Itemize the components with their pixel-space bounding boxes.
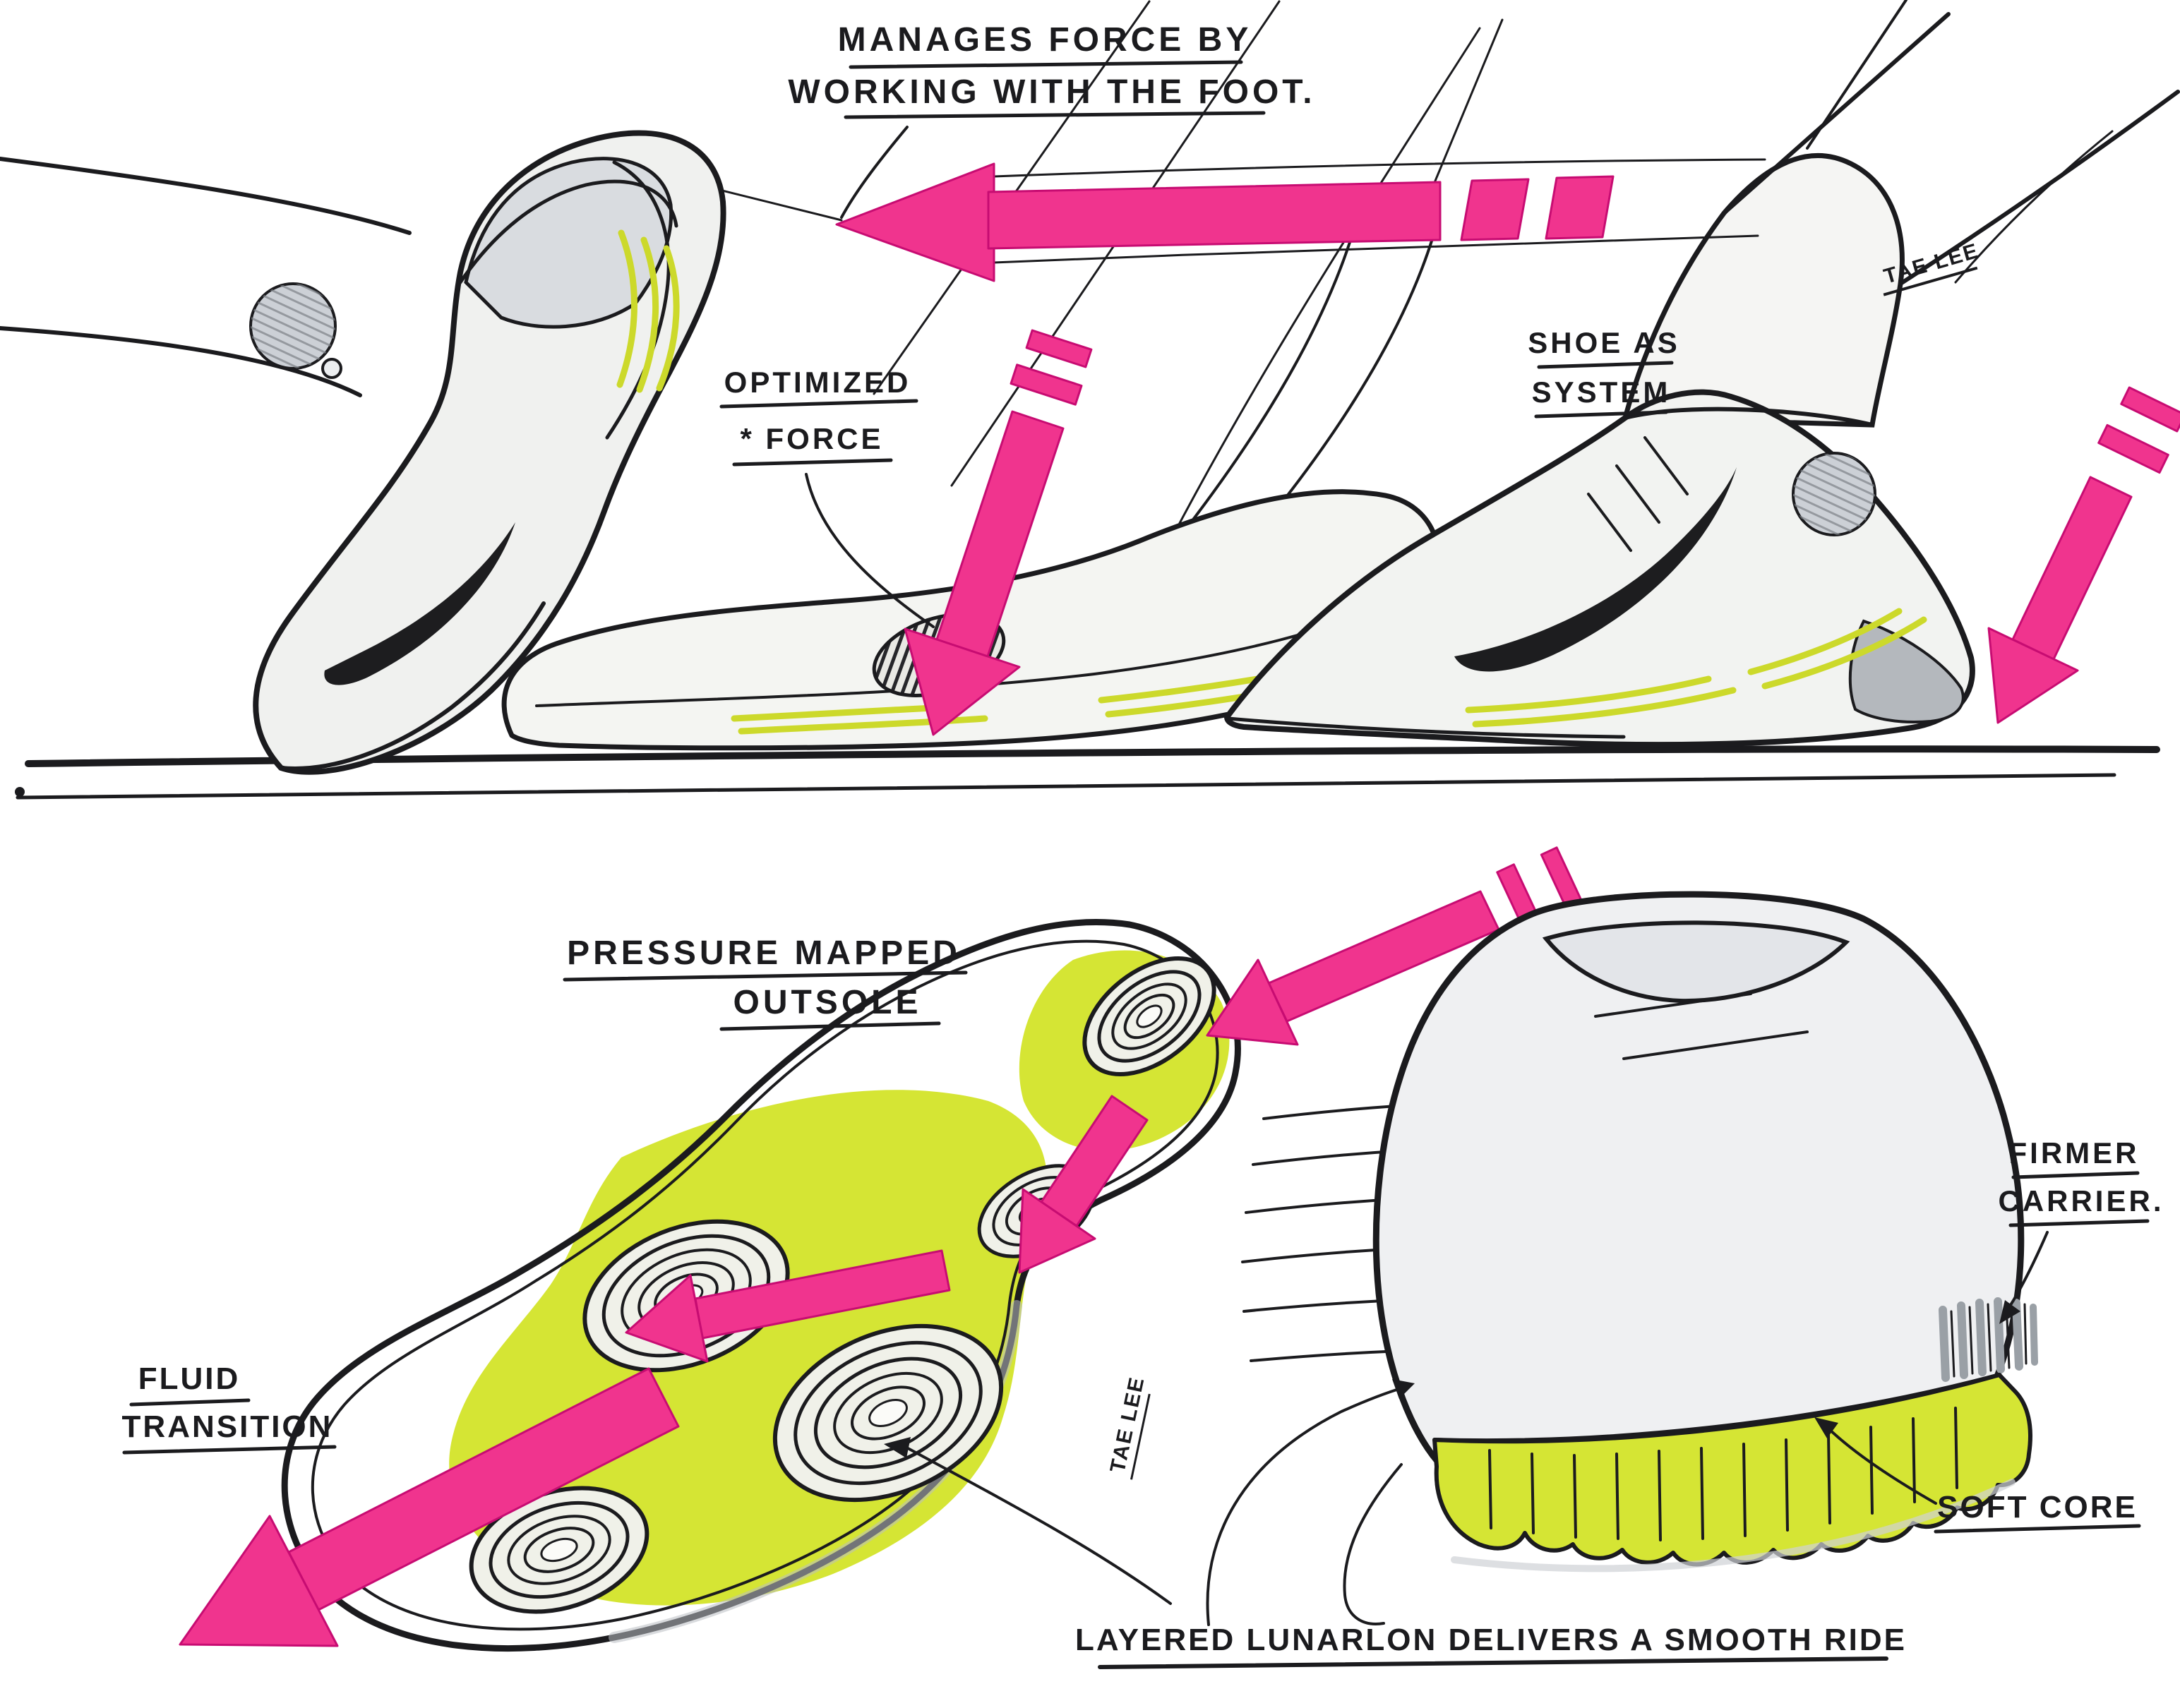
- volt-line: [656, 245, 680, 392]
- pressure-mapped-line2: OUTSOLE: [733, 984, 921, 1021]
- firmer-carrier-teeth: [1939, 1297, 2038, 1382]
- force-arrow-heel: [1987, 386, 2180, 724]
- label-pressure-mapped: PRESSURE MAPPED OUTSOLE: [563, 934, 968, 1031]
- sole-sipes: [1488, 1407, 1958, 1541]
- ankle-bone-left-hatch: [251, 284, 335, 368]
- label-firmer-carrier: FIRMER CARRIER.: [1998, 1136, 2164, 1324]
- arrowhead: [179, 1515, 339, 1647]
- arrow-stripe: [2097, 423, 2169, 474]
- layered-lunarlon-text: LAYERED LUNARLON DELIVERS A SMOOTH RIDE: [1075, 1623, 1907, 1657]
- volt-line: [731, 704, 950, 722]
- arrowhead: [1987, 627, 2079, 724]
- firmer-line1: FIRMER: [2009, 1136, 2140, 1169]
- fluid-line2: TRANSITION: [122, 1409, 333, 1444]
- pressure-rings-heel: [469, 1486, 649, 1614]
- fluid-line1: FLUID: [138, 1361, 241, 1396]
- nike-swoosh-right: [1454, 467, 1737, 672]
- manages-force-line1: MANAGES FORCE BY: [838, 21, 1252, 59]
- label-optimized-force: OPTIMIZED * FORCE: [719, 366, 935, 628]
- transition-arrow-entry: [1206, 846, 1583, 1046]
- heel-collar: [1542, 920, 1850, 1004]
- leader-arrowhead: [1814, 1417, 1838, 1438]
- ankle-dot: [321, 358, 342, 379]
- arrowhead: [835, 162, 995, 282]
- ankle-bone-right-hatch: [1793, 453, 1875, 535]
- heel-counter: [464, 157, 673, 329]
- pressure-rings-ball-right: [772, 1323, 1004, 1503]
- shoe-as-line2: SYSTEM: [1532, 375, 1671, 409]
- label-shoe-as-system: SHOE AS SYSTEM: [1528, 326, 1679, 419]
- soft-core-text: SOFT CORE: [1937, 1490, 2138, 1524]
- transition-arrow-cross: [625, 1249, 951, 1363]
- label-layered-lunarlon: LAYERED LUNARLON DELIVERS A SMOOTH RIDE: [884, 1379, 1907, 1669]
- shoe-as-line1: SHOE AS: [1528, 326, 1679, 359]
- transition-arrow-mid: [1018, 1095, 1149, 1274]
- signature-bottom: TAE LEE: [1106, 1374, 1151, 1480]
- force-arrow-main: [835, 158, 1766, 282]
- firmer-line2: CARRIER.: [1998, 1184, 2164, 1217]
- arrow-shaft: [987, 181, 1442, 250]
- arrow-shaft: [2011, 476, 2133, 661]
- arrowhead: [1018, 1188, 1096, 1274]
- arrow-stripe: [2120, 386, 2180, 433]
- optimized-line1: OPTIMIZED: [724, 366, 911, 399]
- transition-arrow-exit: [179, 1367, 680, 1647]
- arrowhead: [904, 627, 1021, 736]
- sock: [1622, 152, 1905, 428]
- manages-force-line2: WORKING WITH THE FOOT.: [788, 73, 1315, 111]
- arrowhead: [1206, 958, 1299, 1046]
- soft-core-sole: [1432, 1373, 2032, 1567]
- arrow-stripe: [1460, 178, 1530, 241]
- right-shoe: [1224, 0, 2180, 748]
- volt-line: [616, 229, 637, 388]
- label-fluid-transition: FLUID TRANSITION: [122, 1361, 337, 1455]
- leader-arrowhead: [1999, 1300, 2020, 1324]
- arrow-stripe: [1025, 329, 1093, 368]
- construction-lines: [0, 0, 2114, 591]
- volt-line: [1465, 675, 1712, 714]
- leader-arrowhead: [884, 1437, 911, 1458]
- arrow-stripe: [1545, 175, 1615, 240]
- volt-line: [636, 236, 659, 393]
- label-manages-force: MANAGES FORCE BY WORKING WITH THE FOOT.: [788, 21, 1315, 219]
- arrow-stripe: [1540, 846, 1583, 910]
- outsole-outline: [281, 919, 1241, 1652]
- volt-line: [1472, 687, 1737, 728]
- leader-arrowhead: [1392, 1379, 1415, 1399]
- left-shoe: [249, 130, 726, 775]
- nike-swoosh-left: [324, 522, 515, 685]
- pressure-rings-toe: [1082, 956, 1216, 1076]
- volt-line: [1747, 608, 1903, 675]
- sole-ground-shadow: [1451, 1479, 2016, 1572]
- optimized-line2: * FORCE: [740, 422, 883, 455]
- ground-dot: [15, 787, 25, 797]
- heel-cross-section: [1241, 891, 2038, 1625]
- label-soft-core: SOFT CORE: [1814, 1417, 2141, 1534]
- volt-line: [1761, 616, 1927, 690]
- pressure-mapped-line1: PRESSURE MAPPED: [567, 934, 961, 972]
- force-arrow-down: [904, 329, 1093, 736]
- arrow-stripe: [1010, 363, 1083, 406]
- arrowhead: [625, 1274, 709, 1363]
